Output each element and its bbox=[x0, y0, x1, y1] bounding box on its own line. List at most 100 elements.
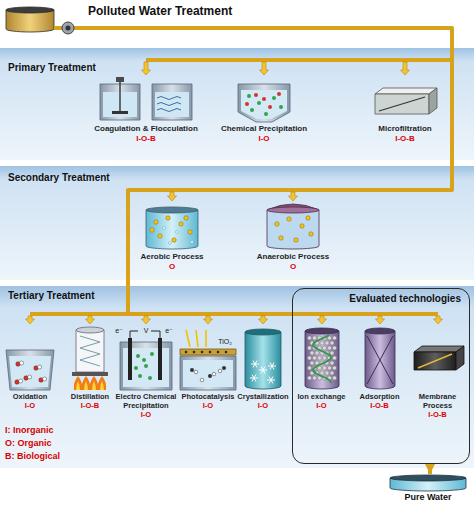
illustration-part bbox=[209, 351, 212, 354]
illustration-part bbox=[309, 232, 313, 236]
illustration bbox=[4, 326, 56, 392]
illustration-part bbox=[319, 370, 323, 374]
illustration-part bbox=[329, 360, 333, 364]
unit-label: Electro Chemical Precipitation bbox=[112, 392, 180, 410]
illustration-part bbox=[84, 381, 88, 390]
connectors bbox=[58, 28, 452, 474]
illustration-part bbox=[300, 224, 304, 228]
illustration-part bbox=[267, 204, 319, 249]
flow-arrow bbox=[26, 316, 35, 324]
illustration-part bbox=[257, 101, 261, 105]
illustration-part bbox=[157, 109, 181, 112]
band-heading: Tertiary Treatment bbox=[8, 290, 95, 302]
illustration-part bbox=[309, 360, 313, 364]
illustration-part bbox=[163, 227, 166, 230]
illustration-part bbox=[250, 108, 254, 112]
illustration-part bbox=[150, 228, 154, 232]
illustration-part bbox=[20, 361, 24, 365]
unit-label: Distillation bbox=[62, 392, 118, 401]
illustration-part bbox=[267, 207, 319, 213]
illustration-part bbox=[269, 377, 273, 384]
illustration-part bbox=[166, 216, 170, 220]
illustration-part bbox=[76, 330, 104, 372]
process-unit: Aerobic ProcessO bbox=[132, 202, 212, 271]
illustration-part bbox=[270, 363, 274, 370]
contaminant-code: I-O-B bbox=[62, 401, 118, 410]
illustration-part bbox=[332, 375, 336, 379]
unit-label: Oxidation bbox=[4, 392, 56, 401]
unit-label: Crystallization bbox=[236, 392, 290, 401]
illustration-part bbox=[142, 358, 146, 362]
illustration-part bbox=[196, 330, 198, 347]
illustration-part bbox=[180, 356, 236, 390]
illustration-part bbox=[194, 370, 198, 374]
illustration-part bbox=[365, 328, 395, 389]
illustration-part bbox=[456, 346, 464, 370]
illustration-part bbox=[332, 365, 336, 369]
illustration-part bbox=[332, 335, 336, 339]
illustration bbox=[212, 76, 316, 124]
illustration-part bbox=[275, 222, 279, 226]
illustration-part bbox=[6, 7, 54, 13]
illustration bbox=[386, 474, 470, 492]
unit-label: Chemical Precipitation bbox=[212, 124, 316, 134]
illustration-part bbox=[157, 97, 181, 100]
illustration-part bbox=[329, 370, 333, 374]
illustration-part bbox=[217, 351, 220, 354]
illustration bbox=[82, 76, 210, 124]
contaminant-code: I-O bbox=[294, 401, 350, 410]
treatment-band: Primary TreatmentCoagulation & Flocculat… bbox=[0, 48, 474, 160]
pipe bbox=[126, 286, 130, 314]
illustration-part bbox=[429, 88, 437, 114]
illustration-part bbox=[186, 330, 190, 347]
illustration-part bbox=[307, 355, 311, 359]
unit-label: Photocatalysis bbox=[176, 392, 240, 401]
illustration-part bbox=[418, 354, 452, 368]
illustration-part bbox=[205, 330, 207, 347]
process-unit: Chemical PrecipitationI-O bbox=[212, 76, 316, 143]
process-unit: Ion exchangeI-O bbox=[294, 326, 350, 410]
flow-arrow bbox=[434, 316, 443, 324]
illustration-part bbox=[185, 351, 188, 354]
process-unit: Electro Chemical PrecipitationI-O bbox=[112, 326, 180, 419]
flow-arrow bbox=[376, 316, 385, 324]
illustration bbox=[4, 4, 58, 34]
illustration-part bbox=[312, 355, 316, 359]
illustration-part bbox=[375, 88, 437, 114]
illustration-part bbox=[270, 363, 274, 370]
illustration-part bbox=[241, 90, 287, 119]
illustration-part bbox=[136, 354, 140, 358]
symbol-label: V bbox=[141, 326, 151, 335]
illustration bbox=[362, 76, 448, 124]
illustration-part bbox=[365, 331, 395, 389]
illustration-part bbox=[191, 241, 194, 244]
illustration-part bbox=[72, 372, 108, 376]
illustration-part bbox=[100, 381, 104, 390]
flow-arrow bbox=[318, 316, 327, 324]
unit-label: Membrane Process bbox=[408, 392, 468, 410]
illustration-part bbox=[332, 355, 336, 359]
treatment-band: Tertiary TreatmentOxidationI-ODistillati… bbox=[0, 286, 474, 468]
illustration-part bbox=[390, 475, 466, 481]
illustration-part bbox=[319, 340, 323, 344]
illustration-part bbox=[208, 374, 212, 378]
illustration-part bbox=[305, 331, 339, 389]
illustration-part bbox=[252, 375, 256, 382]
illustration-part bbox=[322, 355, 326, 359]
tank-label: Pure Water bbox=[386, 492, 470, 503]
illustration-part bbox=[279, 236, 283, 240]
illustration bbox=[112, 326, 180, 392]
group-box: Evaluated technologiesIon exchangeI-OAds… bbox=[292, 288, 470, 464]
contaminant-code: I-O-B bbox=[82, 134, 210, 144]
illustration-part bbox=[252, 375, 256, 382]
illustration-part bbox=[294, 238, 298, 242]
illustration-part bbox=[287, 217, 291, 221]
symbol-label: e⁻ bbox=[114, 326, 124, 335]
flow-arrow bbox=[260, 62, 269, 75]
process-unit: OxidationI-O bbox=[4, 326, 56, 410]
illustration-part bbox=[305, 328, 339, 389]
illustration-part bbox=[414, 346, 464, 352]
illustration-part bbox=[146, 207, 198, 249]
illustration-part bbox=[158, 338, 162, 380]
illustration-part bbox=[184, 216, 188, 220]
